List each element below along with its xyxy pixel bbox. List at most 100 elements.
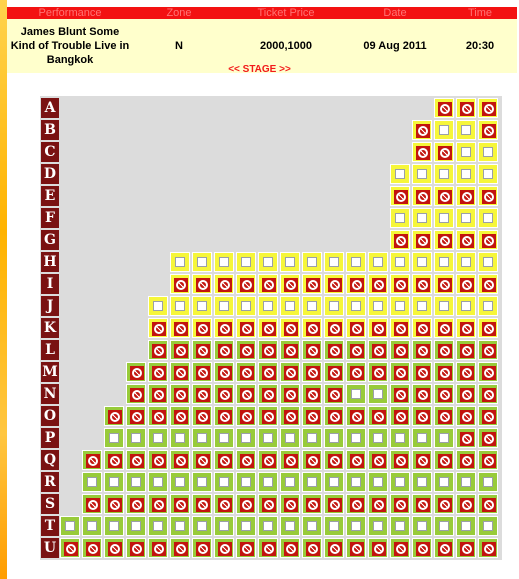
seat-available[interactable]: [390, 516, 410, 536]
seat-available[interactable]: [368, 384, 388, 404]
seat-available[interactable]: [236, 516, 256, 536]
seat-available[interactable]: [434, 164, 454, 184]
seat-available[interactable]: [280, 428, 300, 448]
seat-available[interactable]: [456, 516, 476, 536]
seat-available[interactable]: [478, 516, 498, 536]
seat-available[interactable]: [346, 428, 366, 448]
seat-available[interactable]: [324, 252, 344, 272]
seat-available[interactable]: [324, 296, 344, 316]
seat-available[interactable]: [280, 516, 300, 536]
seat-available[interactable]: [258, 428, 278, 448]
seat-available[interactable]: [456, 296, 476, 316]
seat-available[interactable]: [236, 296, 256, 316]
seat-available[interactable]: [258, 296, 278, 316]
seat-available[interactable]: [258, 516, 278, 536]
seat-available[interactable]: [214, 428, 234, 448]
seat-available[interactable]: [478, 472, 498, 492]
seat-available[interactable]: [412, 208, 432, 228]
seat-available[interactable]: [434, 208, 454, 228]
seat-available[interactable]: [170, 296, 190, 316]
seat-available[interactable]: [346, 296, 366, 316]
seat-available[interactable]: [302, 428, 322, 448]
seat-available[interactable]: [412, 516, 432, 536]
seat-available[interactable]: [104, 472, 124, 492]
seat-available[interactable]: [434, 252, 454, 272]
seat-available[interactable]: [280, 472, 300, 492]
seat-available[interactable]: [368, 428, 388, 448]
seat-available[interactable]: [236, 428, 256, 448]
seat-available[interactable]: [126, 516, 146, 536]
seat-available[interactable]: [368, 296, 388, 316]
seat-available[interactable]: [412, 428, 432, 448]
seat-available[interactable]: [302, 516, 322, 536]
seat-available[interactable]: [192, 516, 212, 536]
seat-available[interactable]: [104, 428, 124, 448]
seat-available[interactable]: [236, 472, 256, 492]
seat-available[interactable]: [390, 164, 410, 184]
seat-available[interactable]: [478, 252, 498, 272]
seat-available[interactable]: [346, 384, 366, 404]
seat-available[interactable]: [434, 428, 454, 448]
seat-available[interactable]: [192, 296, 212, 316]
seat-available[interactable]: [478, 208, 498, 228]
seat-available[interactable]: [456, 208, 476, 228]
seat-available[interactable]: [170, 516, 190, 536]
seat-available[interactable]: [302, 252, 322, 272]
seat-available[interactable]: [214, 252, 234, 272]
seat-available[interactable]: [258, 472, 278, 492]
seat-available[interactable]: [456, 164, 476, 184]
seat-available[interactable]: [478, 296, 498, 316]
seat-available[interactable]: [456, 142, 476, 162]
seat-available[interactable]: [412, 296, 432, 316]
seat-available[interactable]: [82, 516, 102, 536]
seat-available[interactable]: [126, 428, 146, 448]
seat-available[interactable]: [390, 428, 410, 448]
seat-available[interactable]: [148, 428, 168, 448]
seat-available[interactable]: [390, 252, 410, 272]
seat-available[interactable]: [412, 472, 432, 492]
seat-available[interactable]: [170, 252, 190, 272]
seat-available[interactable]: [368, 516, 388, 536]
seat-available[interactable]: [302, 472, 322, 492]
seat-available[interactable]: [478, 164, 498, 184]
seat-available[interactable]: [60, 516, 80, 536]
seat-available[interactable]: [390, 296, 410, 316]
seat-available[interactable]: [148, 516, 168, 536]
seat-available[interactable]: [434, 296, 454, 316]
seat-available[interactable]: [236, 252, 256, 272]
seat-available[interactable]: [104, 516, 124, 536]
seat-available[interactable]: [434, 516, 454, 536]
seat-available[interactable]: [214, 516, 234, 536]
seat-available[interactable]: [368, 252, 388, 272]
seat-available[interactable]: [434, 120, 454, 140]
seat-available[interactable]: [412, 164, 432, 184]
seat-available[interactable]: [456, 252, 476, 272]
seat-available[interactable]: [82, 472, 102, 492]
seat-available[interactable]: [280, 296, 300, 316]
seat-available[interactable]: [192, 252, 212, 272]
seat-available[interactable]: [324, 428, 344, 448]
seat-available[interactable]: [280, 252, 300, 272]
seat-available[interactable]: [258, 252, 278, 272]
seat-available[interactable]: [126, 472, 146, 492]
seat-available[interactable]: [434, 472, 454, 492]
seat-available[interactable]: [170, 472, 190, 492]
seat-available[interactable]: [148, 472, 168, 492]
seat-available[interactable]: [302, 296, 322, 316]
seat-available[interactable]: [214, 296, 234, 316]
seat-available[interactable]: [192, 428, 212, 448]
seat-available[interactable]: [346, 252, 366, 272]
seat-available[interactable]: [390, 472, 410, 492]
seat-available[interactable]: [324, 472, 344, 492]
seat-available[interactable]: [478, 142, 498, 162]
seat-available[interactable]: [456, 120, 476, 140]
seat-available[interactable]: [324, 516, 344, 536]
seat-available[interactable]: [368, 472, 388, 492]
seat-available[interactable]: [390, 208, 410, 228]
seat-available[interactable]: [346, 516, 366, 536]
seat-available[interactable]: [148, 296, 168, 316]
seat-available[interactable]: [456, 472, 476, 492]
seat-available[interactable]: [412, 252, 432, 272]
seat-available[interactable]: [192, 472, 212, 492]
seat-available[interactable]: [170, 428, 190, 448]
